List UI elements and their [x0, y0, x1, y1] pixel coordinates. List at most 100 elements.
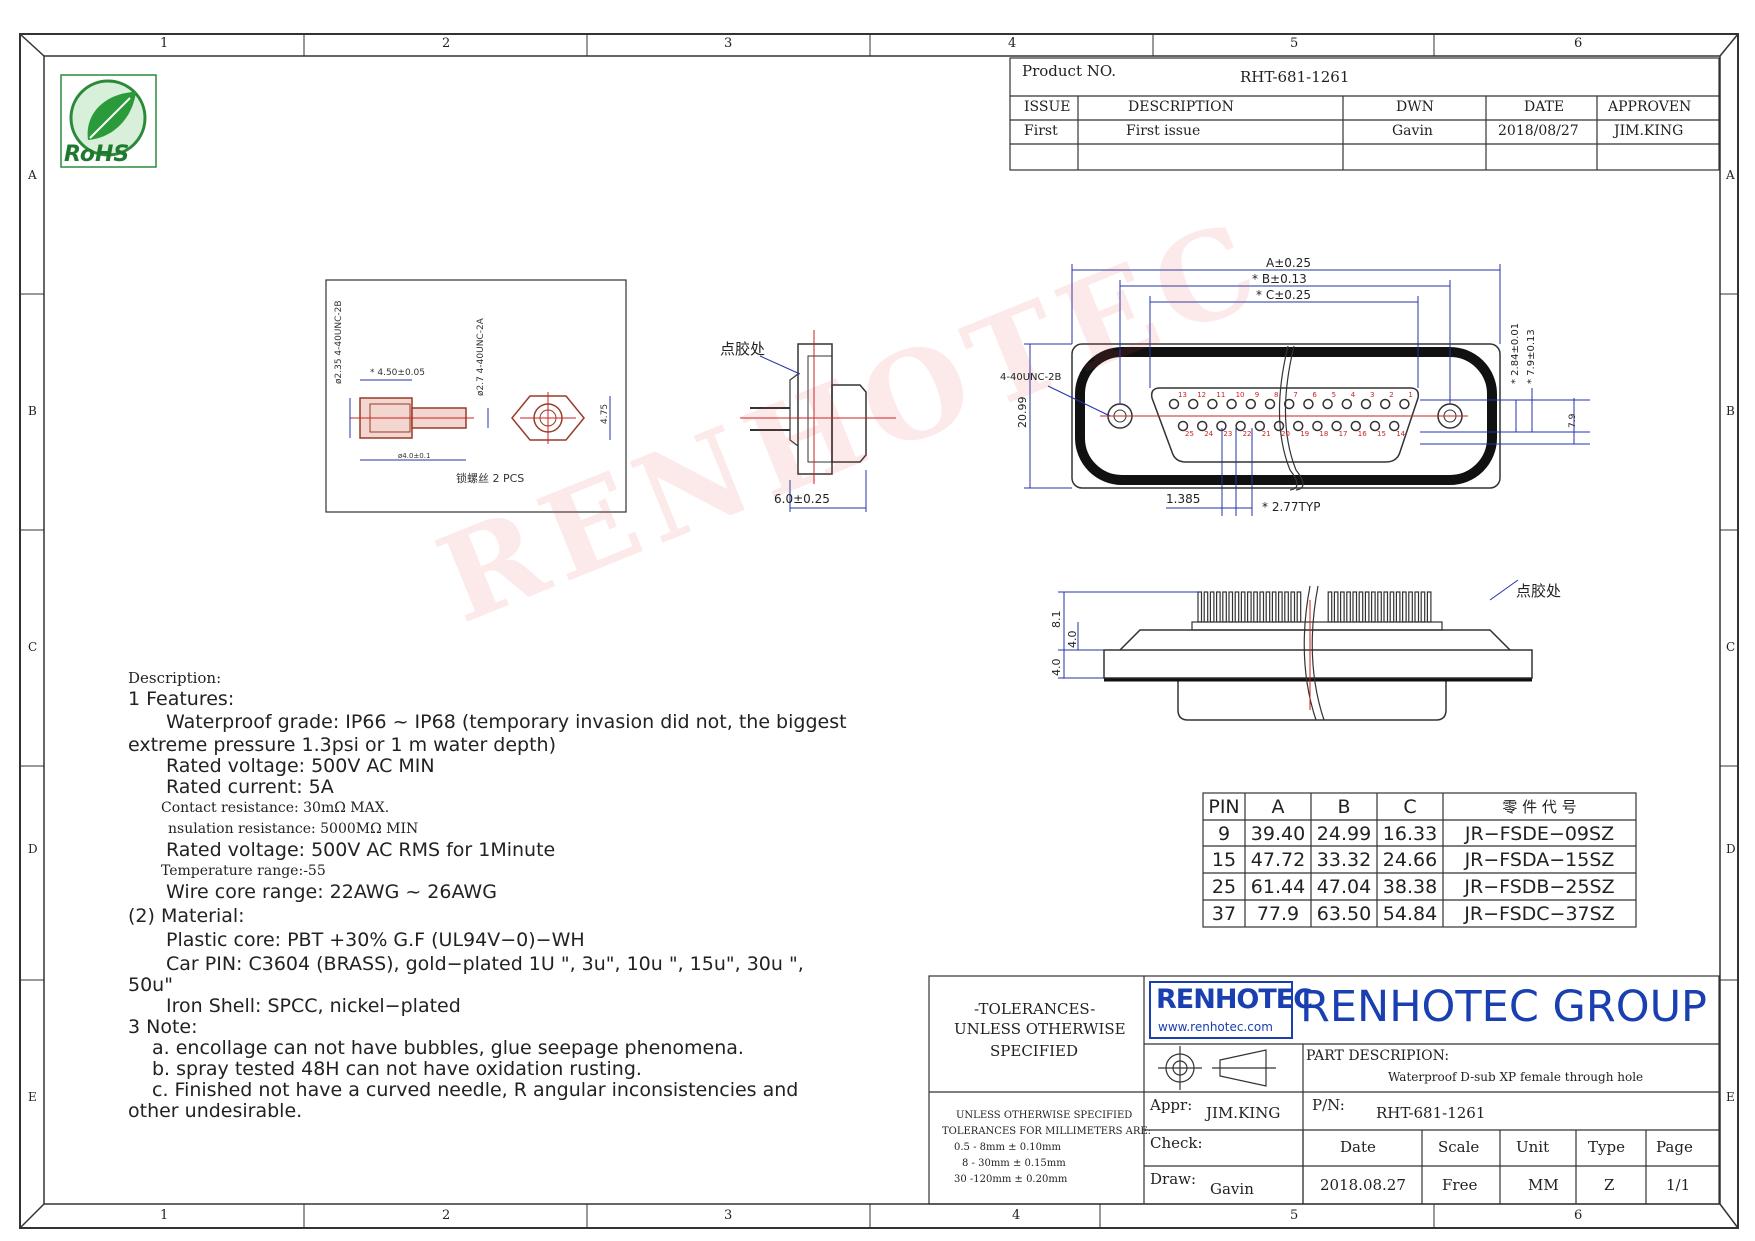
- pin-number: 24: [1204, 430, 1214, 438]
- pin-table-cell: 39.40: [1250, 823, 1306, 845]
- pin-number: 4: [1350, 391, 1356, 399]
- company-name: RENHOTEC GROUP: [1300, 982, 1707, 1032]
- page-value: 1/1: [1666, 1176, 1691, 1194]
- pin-tail: [1333, 591, 1339, 623]
- screw-dim: * 4.50±0.05: [370, 368, 425, 378]
- pin-contact: [1322, 398, 1333, 410]
- screw-dim: ø4.0±0.1: [398, 452, 431, 460]
- pin-contact: [1292, 420, 1304, 432]
- pin-number: 12: [1197, 391, 1207, 399]
- row-label: B: [1726, 404, 1735, 418]
- pitch-dim: 1.385: [1166, 492, 1201, 506]
- pin-number: 20: [1281, 430, 1290, 438]
- pin-number: 21: [1261, 430, 1271, 438]
- pin-table-cell: 47.04: [1316, 876, 1372, 898]
- pin-tail: [1389, 591, 1395, 623]
- desc-line: Rated current: 5A: [166, 776, 334, 798]
- pin-number: 11: [1216, 391, 1226, 399]
- part-desc-label: PART DESCRIPION:: [1306, 1048, 1450, 1064]
- pin-table-cell: 24.66: [1382, 849, 1438, 871]
- pin-tail: [1259, 591, 1265, 623]
- pin-tail: [1290, 591, 1296, 623]
- pin-number: 1: [1408, 391, 1413, 399]
- col-label: 6: [1574, 1208, 1583, 1223]
- pn-value: RHT-681-1261: [1376, 1104, 1486, 1122]
- pin-number: 15: [1377, 430, 1386, 438]
- rohs-logo: [60, 74, 157, 168]
- dim-right: 7.9: [1568, 413, 1578, 428]
- pin-table-header: PIN: [1208, 796, 1240, 818]
- pin-tail: [1420, 591, 1426, 623]
- desc-line: Temperature range:-55: [161, 863, 326, 879]
- pin-tail: [1414, 591, 1420, 623]
- pin-number: 23: [1223, 430, 1233, 438]
- height-dim: 20.99: [1016, 396, 1029, 429]
- bottom-dim: 4.0: [1050, 658, 1063, 677]
- glue-label: 点胶处: [720, 340, 766, 358]
- desc-line: 1 Features:: [128, 688, 235, 710]
- pin-tail: [1296, 591, 1302, 623]
- unit-value: MM: [1528, 1176, 1559, 1194]
- pin-table-cell: 33.32: [1316, 849, 1372, 871]
- desc-line: nsulation resistance: 5000MΩ MIN: [168, 821, 419, 837]
- front-view: [1024, 264, 1590, 516]
- approven-header: APPROVEN: [1608, 99, 1692, 115]
- bottom-dim: 4.0: [1066, 630, 1079, 649]
- screw-dim: ø2.35 4-40UNC-2B: [334, 300, 344, 384]
- pin-contact: [1196, 420, 1208, 432]
- pin-number: 25: [1185, 430, 1194, 438]
- desc-line: b. spray tested 48H can not have oxidati…: [152, 1058, 642, 1080]
- pin-number: 8: [1274, 391, 1279, 399]
- scale-value: Free: [1442, 1176, 1478, 1194]
- pin-tail: [1327, 591, 1333, 623]
- renhotec-logo-url: www.renhotec.com: [1158, 1020, 1273, 1034]
- pin-number: 14: [1396, 430, 1406, 438]
- rohs-text: RoHS: [64, 142, 130, 167]
- pin-table-cell: 47.72: [1250, 849, 1306, 871]
- pin-contact: [1341, 398, 1353, 410]
- pin-tail: [1203, 591, 1209, 623]
- appr-value: JIM.KING: [1206, 1104, 1281, 1122]
- product-no-label: Product NO.: [1022, 62, 1117, 80]
- pin-contact: [1254, 420, 1266, 432]
- desc-line: (2) Material:: [128, 905, 245, 927]
- pin-number: 7: [1293, 391, 1298, 399]
- scale-label: Scale: [1438, 1138, 1480, 1156]
- tolerance-spec: 8 - 30mm ± 0.15mm: [962, 1158, 1066, 1169]
- pin-contact: [1283, 398, 1295, 410]
- pin-table-cell: 38.38: [1382, 876, 1438, 898]
- row-label: A: [28, 168, 37, 182]
- pin-table-header: C: [1403, 796, 1417, 818]
- col-label: 3: [724, 36, 733, 51]
- date-value: 2018/08/27: [1498, 123, 1579, 139]
- side-dim: 6.0±0.25: [774, 492, 830, 506]
- pin-tail: [1215, 591, 1221, 623]
- pin-tail: [1339, 591, 1345, 623]
- type-value: Z: [1604, 1176, 1615, 1194]
- col-label: 3: [724, 1208, 733, 1223]
- part-desc: Waterproof D-sub XP female through hole: [1388, 1070, 1644, 1084]
- pin-table-cell: 25: [1211, 876, 1237, 898]
- desc-line: 3 Note:: [128, 1016, 198, 1038]
- dwn-header: DWN: [1396, 99, 1434, 115]
- thread-label: 4-40UNC-2B: [1000, 372, 1062, 383]
- dim-right: * 2.84±0.01: [1510, 322, 1521, 384]
- pin-table-cell: 37: [1211, 903, 1237, 925]
- pin-tail: [1408, 591, 1413, 623]
- pin-table-cell: 9: [1217, 823, 1231, 845]
- col-label: 6: [1574, 36, 1583, 51]
- desc-line: c. Finished not have a curved needle, R …: [152, 1079, 799, 1101]
- product-no: RHT-681-1261: [1240, 68, 1350, 86]
- screw-detail: [325, 279, 627, 513]
- date-label: Date: [1340, 1138, 1376, 1156]
- pin-tail: [1277, 591, 1283, 623]
- tolerance-spec: TOLERANCES FOR MILLIMETERS ARE:: [942, 1126, 1152, 1137]
- desc-line: extreme pressure 1.3psi or 1 m water dep…: [128, 734, 557, 756]
- pin-tail: [1209, 591, 1215, 623]
- dim-a: A±0.25: [1266, 256, 1311, 270]
- pin-table-header: 零 件 代 号: [1502, 798, 1577, 816]
- pin-table-cell: 63.50: [1316, 903, 1372, 925]
- pin-number: 13: [1178, 391, 1187, 399]
- pin-number: 5: [1331, 391, 1337, 399]
- pin-contact: [1245, 398, 1257, 410]
